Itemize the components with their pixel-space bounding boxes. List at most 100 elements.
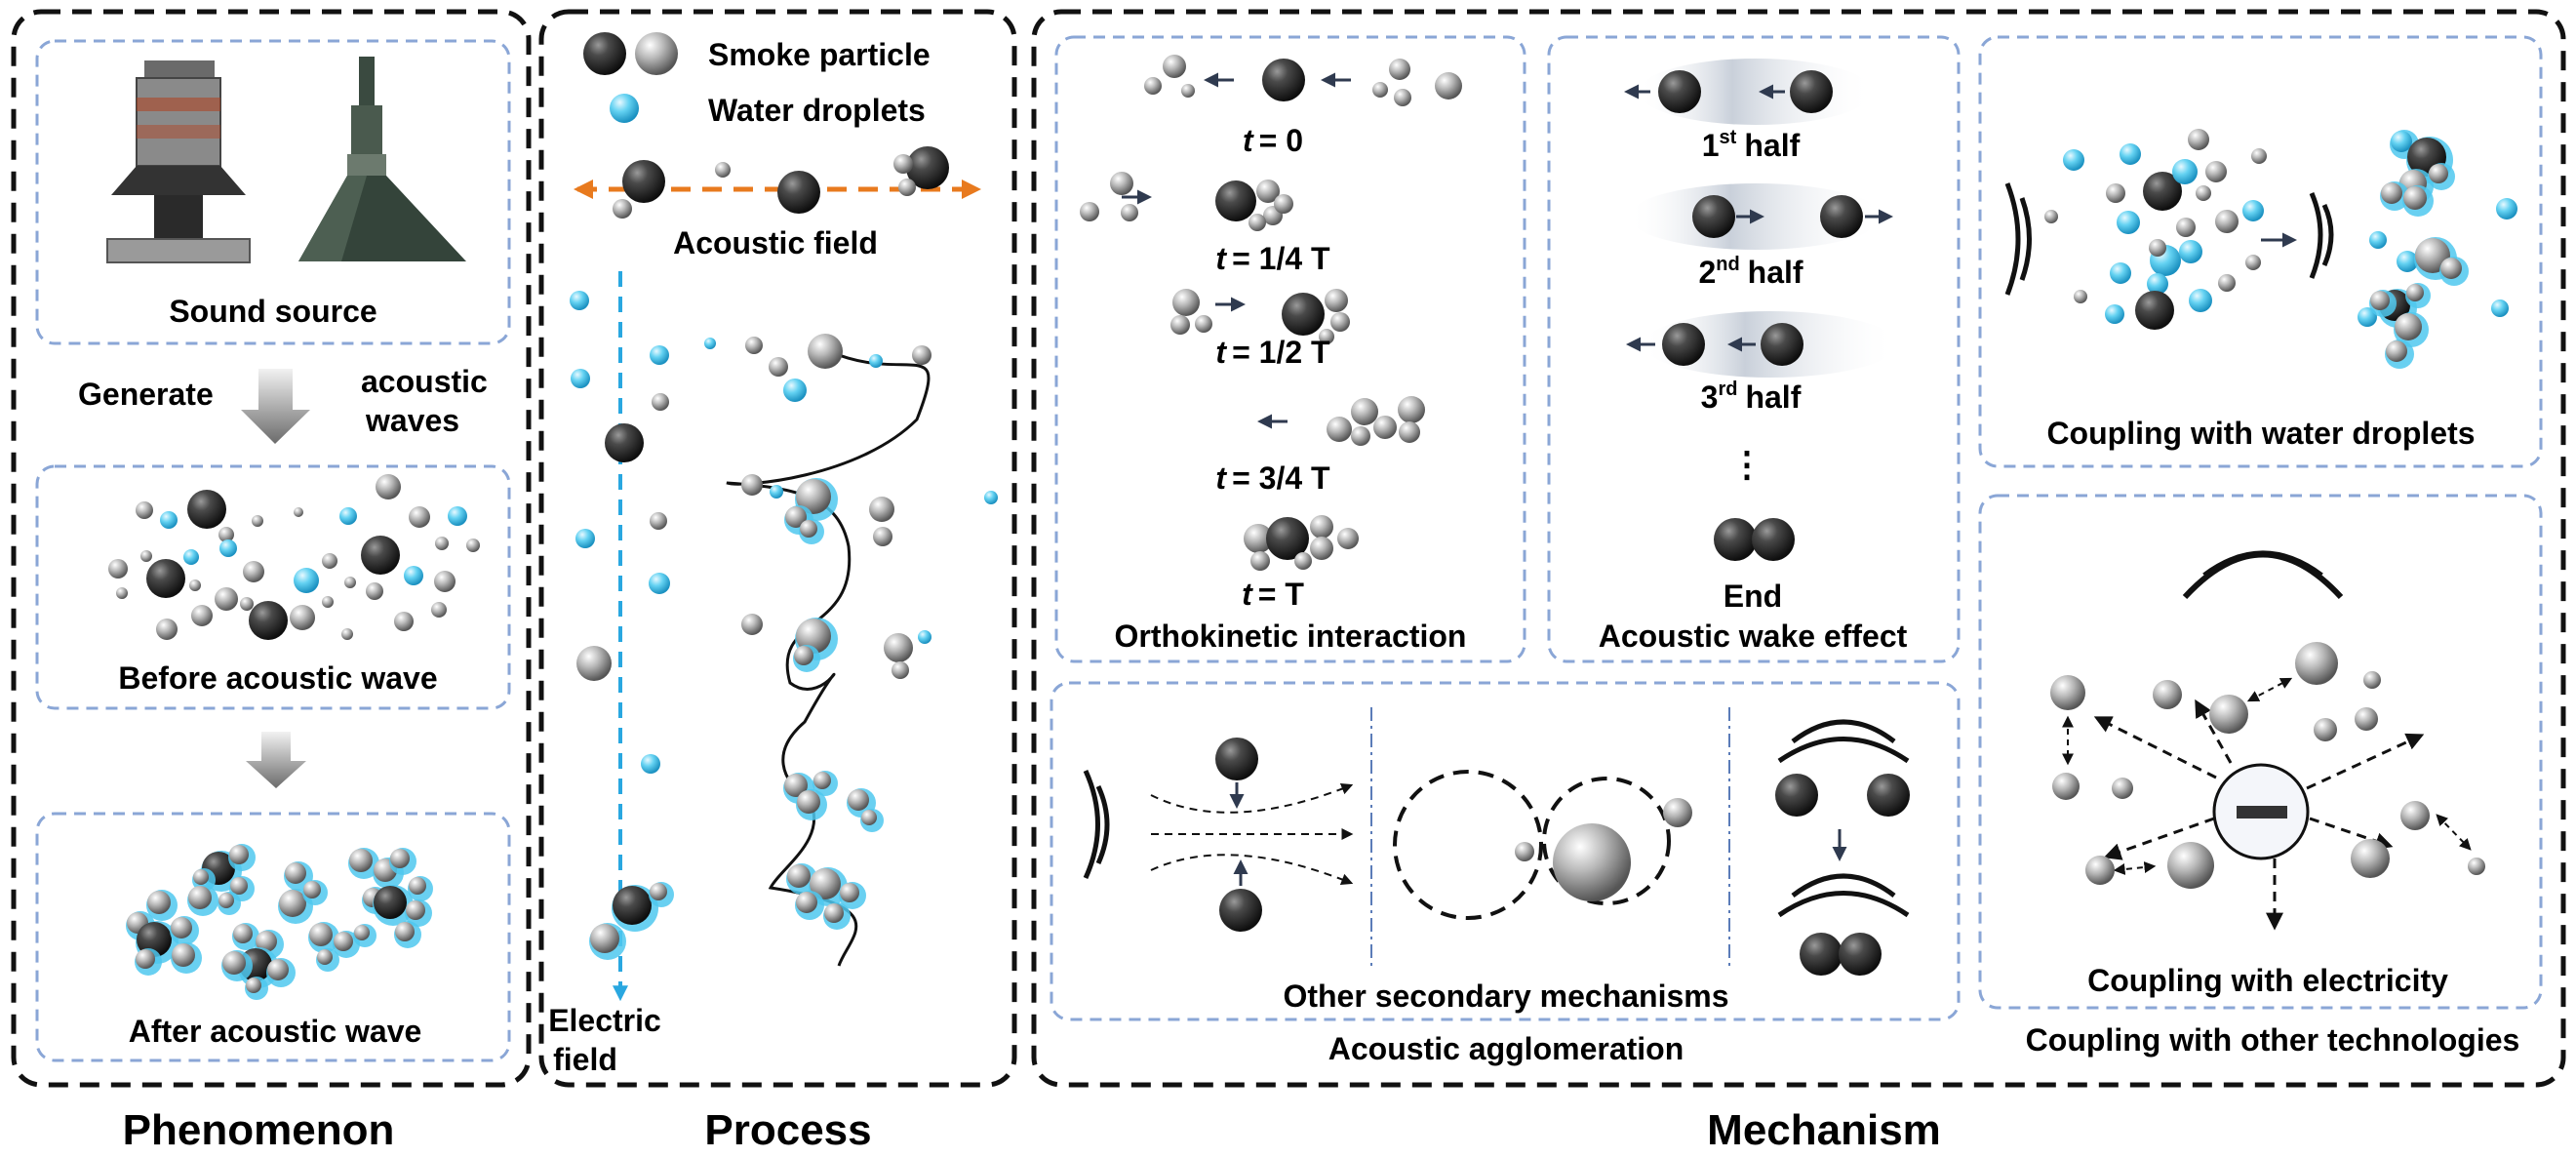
- water-coupling-particle: [2440, 258, 2462, 279]
- water-coupling-particle: [2188, 129, 2209, 150]
- smoke-particle: [183, 549, 199, 565]
- electric-label: Electric: [548, 1003, 661, 1038]
- field-label: field: [553, 1042, 617, 1077]
- ortho-particle: [1163, 55, 1186, 78]
- smoke-particle: [339, 507, 357, 525]
- water-coupling-particle: [2369, 231, 2387, 249]
- ortho-particle: [1266, 517, 1309, 560]
- process-particle: [650, 883, 667, 900]
- after-wave-label: After acoustic wave: [129, 1014, 422, 1049]
- smoke-particle: [434, 571, 456, 592]
- ortho-particle: [1310, 515, 1333, 539]
- ortho-particle: [1195, 315, 1212, 333]
- water-coupling-particle: [2172, 159, 2198, 184]
- generate-label: Generate: [78, 377, 214, 412]
- process-particle: [704, 338, 716, 349]
- acoustic-field-label: Acoustic field: [673, 225, 878, 260]
- water-coupling-particle: [2176, 218, 2196, 237]
- smoke-particle: [435, 537, 449, 550]
- ortho-particle: [1294, 552, 1312, 570]
- water-coupling-particle: [2215, 210, 2239, 233]
- agglomerated-particle: [374, 886, 407, 919]
- ortho-particle: [1080, 202, 1099, 221]
- process-particle: [770, 485, 783, 499]
- process-particle: [613, 886, 652, 925]
- charged-particle: [2153, 680, 2182, 709]
- smoke-particle: [294, 507, 303, 517]
- smoke-particle: [294, 568, 319, 593]
- water-coupling-particle: [2179, 240, 2202, 263]
- ortho-particle: [1244, 524, 1273, 553]
- smoke-particle: [116, 587, 128, 599]
- process-particle: [808, 334, 843, 369]
- process-particle: [787, 864, 811, 888]
- agglomerated-particle: [222, 951, 246, 975]
- process-frame: [538, 9, 1017, 1088]
- charged-particle: [2314, 718, 2337, 741]
- agglomerated-particle: [334, 932, 353, 951]
- ortho-particle: [1282, 293, 1325, 336]
- smoke-particle: [376, 474, 401, 499]
- process-particle: [810, 868, 841, 899]
- water-coupling-particle: [2391, 131, 2412, 152]
- ortho-particle: [1337, 528, 1359, 549]
- process-particle: [861, 810, 877, 825]
- electricity-particles: [2050, 642, 2485, 889]
- process-particle: [884, 633, 913, 662]
- wake-ellipsis: ⋮: [1729, 444, 1764, 484]
- before-wave-box: [35, 464, 511, 710]
- smoke-particle: [404, 566, 423, 585]
- water-coupling-particle: [2205, 161, 2227, 182]
- orthokinetic-arrows: [1122, 72, 1351, 429]
- ortho-particle: [1389, 59, 1410, 80]
- water-coupling-particle: [2106, 183, 2125, 203]
- time-t0: = 0: [1259, 123, 1303, 158]
- smoke-particle: [140, 550, 152, 562]
- ortho-particle: [1215, 180, 1256, 221]
- charged-particle: [2167, 842, 2214, 889]
- wake-half3-num: 3: [1701, 379, 1719, 415]
- wake-end-label: End: [1724, 579, 1782, 614]
- before-wave-label: Before acoustic wave: [118, 660, 437, 696]
- process-particle: [918, 630, 931, 644]
- secondary-mechanisms: [1083, 707, 1910, 976]
- smoke-particle: [191, 605, 213, 626]
- water-coupling-particle: [2135, 291, 2174, 330]
- ortho-particle: [1327, 417, 1352, 442]
- agglomerated-particle: [279, 890, 306, 917]
- ortho-particle: [1262, 59, 1305, 101]
- process-particle: [892, 661, 909, 679]
- wake-effect-label: Acoustic wake effect: [1599, 619, 1908, 654]
- agglomerated-particle: [233, 924, 253, 943]
- process-particle: [650, 345, 669, 365]
- legend-smoke-light: [635, 32, 678, 75]
- negative-sign: [2237, 806, 2287, 819]
- legend-smoke-dark: [583, 32, 626, 75]
- ortho-particle: [1399, 421, 1420, 443]
- process-particle: [984, 491, 998, 504]
- ortho-particle: [1248, 214, 1266, 231]
- process-particle: [794, 646, 813, 665]
- legend-water-label: Water droplets: [708, 93, 926, 128]
- process-particle: [800, 520, 817, 538]
- acoustic-label: acoustic: [361, 364, 488, 399]
- process-title: Process: [704, 1106, 871, 1154]
- water-coupling-particle: [2429, 164, 2448, 183]
- water-coupling-particle: [2395, 313, 2422, 340]
- charged-particle: [2052, 773, 2080, 800]
- water-coupling-particle: [2149, 239, 2166, 257]
- ortho-particle: [1274, 194, 1293, 214]
- wake-half2-num: 2: [1698, 255, 1716, 290]
- ortho-particle: [1325, 289, 1348, 312]
- before-wave-particles: [108, 474, 480, 640]
- process-particle: [650, 512, 667, 530]
- smoke-particle: [252, 515, 263, 527]
- ortho-particle: [1398, 396, 1425, 423]
- water-coupling-particle: [2370, 291, 2390, 310]
- agglomerated-particle: [406, 900, 425, 920]
- water-coupling-particle: [2143, 172, 2182, 211]
- svg-text:t= 3/4 T: t= 3/4 T: [1215, 460, 1330, 496]
- process-particle: [605, 423, 644, 462]
- agglomerated-particle: [390, 849, 410, 868]
